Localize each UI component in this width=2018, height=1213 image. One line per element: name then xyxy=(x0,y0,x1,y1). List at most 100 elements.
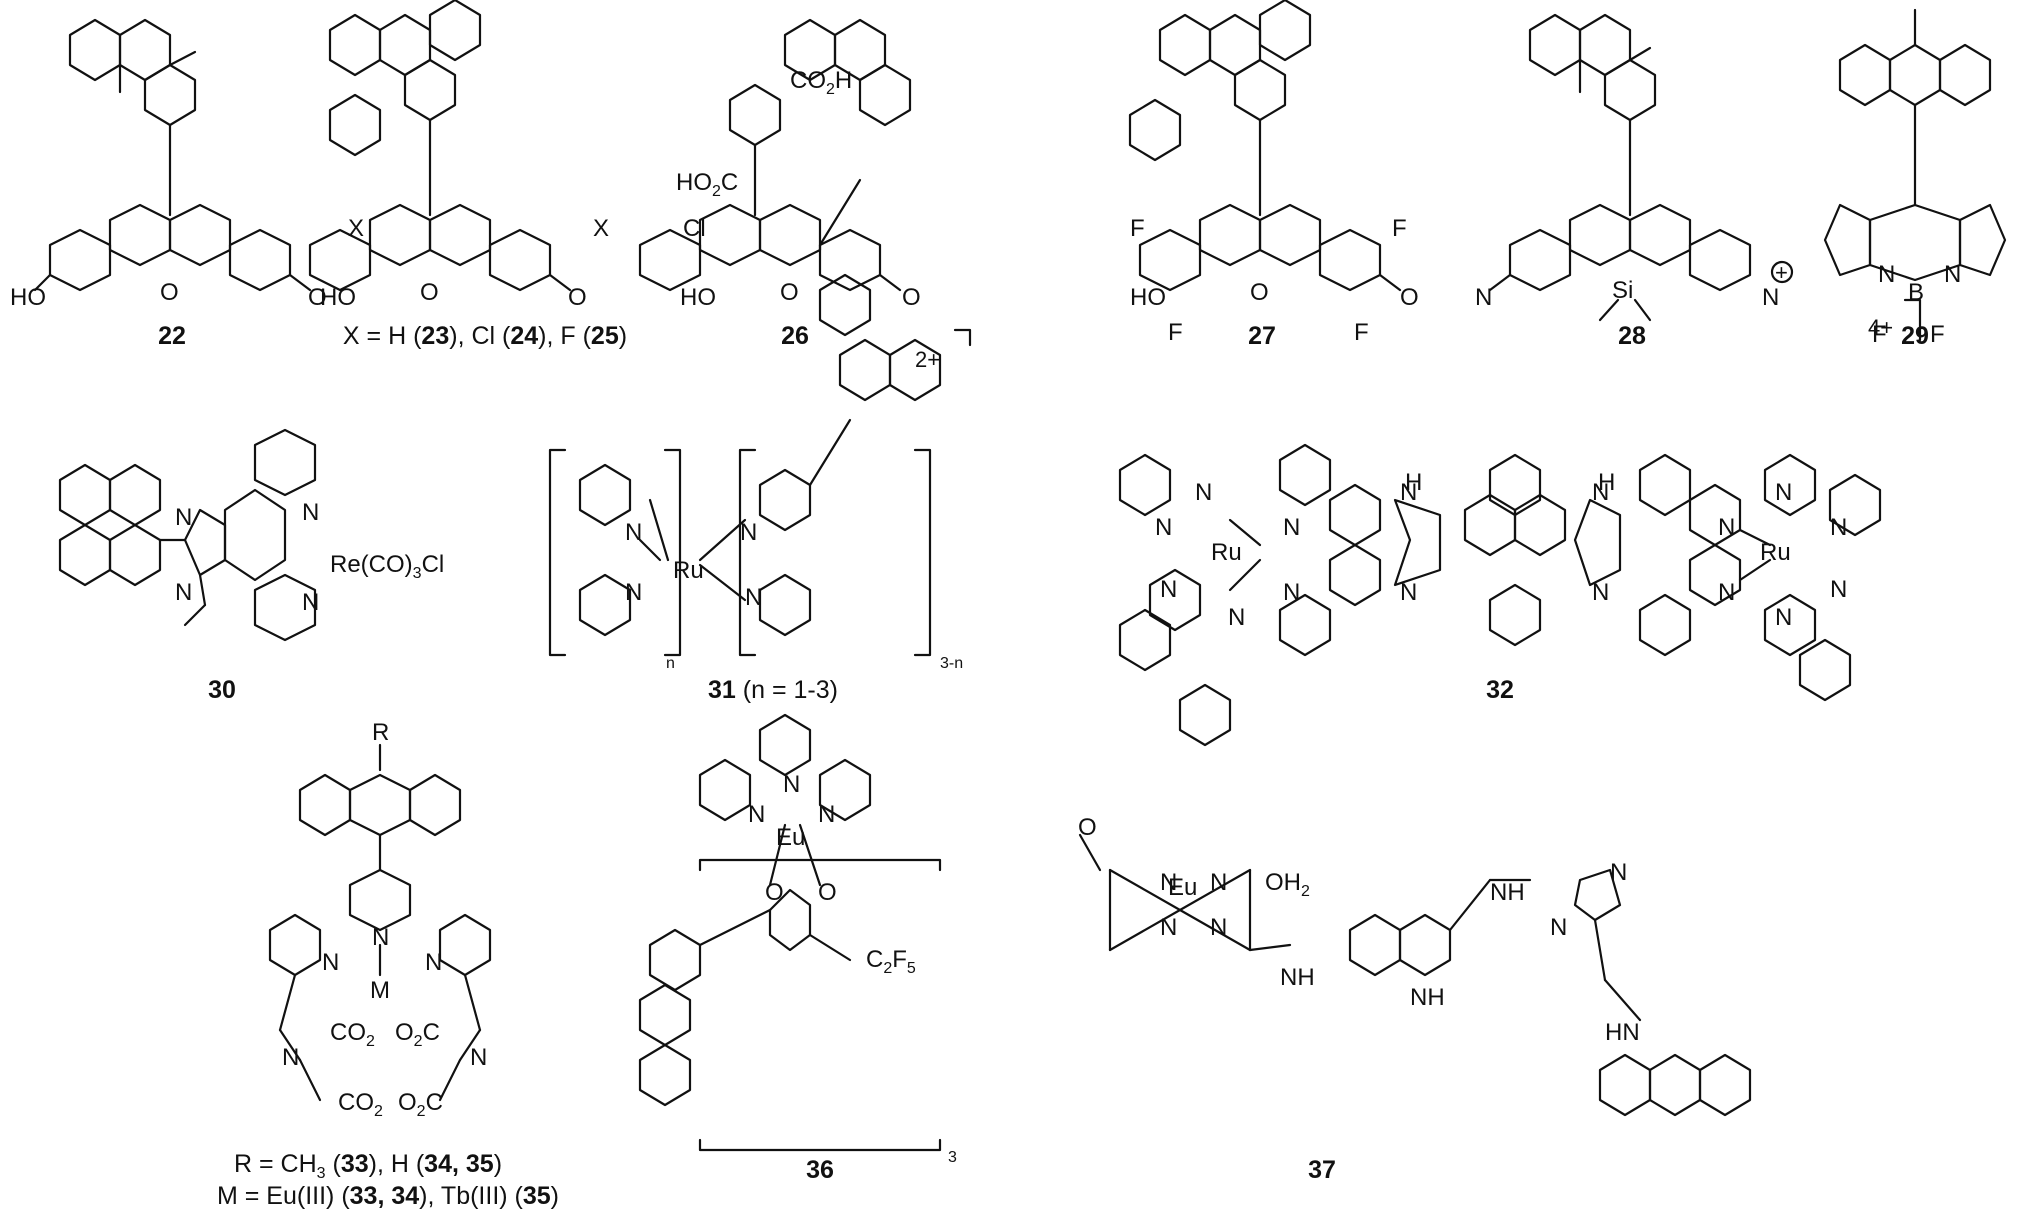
atom-n: N xyxy=(1878,261,1895,288)
compound-label-29: 29 xyxy=(1901,322,1929,350)
atom-n: N xyxy=(625,519,642,546)
atom-f: F xyxy=(1392,215,1407,242)
atom-n: N xyxy=(1944,261,1961,288)
compound-label-36: 36 xyxy=(806,1156,834,1184)
atom-o: O xyxy=(160,279,179,306)
atom-o: O xyxy=(568,284,587,311)
atom-o2c: O2C xyxy=(398,1089,443,1120)
atom-n: N xyxy=(1475,284,1492,311)
atom-n: N xyxy=(625,579,642,606)
structure-31 xyxy=(548,273,972,657)
atom-o: O xyxy=(308,284,327,311)
atom-nh: N xyxy=(1400,479,1417,506)
atom-ho: HO xyxy=(320,284,356,311)
structure-30 xyxy=(58,428,317,642)
atom-n: N xyxy=(470,1044,487,1071)
atom-n: N xyxy=(1283,579,1300,606)
atom-ho: HO xyxy=(10,284,46,311)
atom-n: N xyxy=(372,924,389,951)
compound-label-27: 27 xyxy=(1248,322,1276,350)
atom-n: N xyxy=(1195,479,1212,506)
atom-n: N xyxy=(302,589,319,616)
atom-eu: Eu xyxy=(776,824,805,851)
atom-n: N xyxy=(1830,576,1847,603)
atom-co2: CO2 xyxy=(338,1089,383,1120)
atom-o2c: O2C xyxy=(395,1019,440,1050)
atom-nh: NH xyxy=(1490,879,1525,906)
atom-eu: Eu xyxy=(1168,874,1197,901)
atom-m: M xyxy=(370,977,390,1004)
compound-label-28: 28 xyxy=(1618,322,1646,350)
atom-o: O xyxy=(1078,814,1097,841)
atom-o: O xyxy=(420,279,439,306)
compound-label-26: 26 xyxy=(781,322,809,350)
bracket-n: n xyxy=(666,655,675,672)
compound-caption-33-35-line1: R = CH3 (33), H (34, 35) xyxy=(233,1150,503,1182)
atom-n: N xyxy=(818,801,835,828)
atom-cl: Cl xyxy=(683,215,706,242)
atom-n: N xyxy=(1610,859,1627,886)
atom-oh2: OH2 xyxy=(1265,869,1310,900)
compound-caption-33-35-line2: M = Eu(III) (33, 34), Tb(III) (35) xyxy=(216,1182,560,1210)
atom-o: O xyxy=(818,879,837,906)
atom-n: N xyxy=(783,771,800,798)
atom-ho2c: HO2C xyxy=(676,169,738,200)
atom-o: O xyxy=(902,284,921,311)
structure-23-25 xyxy=(308,0,572,292)
atom-o: O xyxy=(765,879,784,906)
atom-n: N xyxy=(302,499,319,526)
structure-27 xyxy=(1128,0,1402,292)
atom-si: Si xyxy=(1612,277,1633,304)
atom-c2f5: C2F5 xyxy=(866,946,916,977)
atom-n: N xyxy=(1210,914,1227,941)
atom-f: F xyxy=(1130,215,1145,242)
atom-n: N xyxy=(1160,869,1177,896)
bracket-3-n: 3-n xyxy=(940,655,963,672)
atom-n: N xyxy=(1283,514,1300,541)
atom-n: N xyxy=(1830,514,1847,541)
atom-ho: HO xyxy=(680,284,716,311)
atom-n: N xyxy=(1718,579,1735,606)
atom-co2h: CO2H xyxy=(790,67,852,98)
atom-n: N xyxy=(748,801,765,828)
atom-n: N xyxy=(1228,604,1245,631)
atom-co2: CO2 xyxy=(330,1019,375,1050)
atom-re: Re(CO)3Cl xyxy=(330,551,444,582)
compound-caption-23-25: X = H (23), Cl (24), F (25) xyxy=(342,322,628,350)
charge-2plus: 2+ xyxy=(915,347,940,372)
charge-4plus: 4+ xyxy=(1868,315,1893,340)
atom-n: N xyxy=(322,949,339,976)
compound-label-30: 30 xyxy=(208,676,236,704)
atom-hn: HN xyxy=(1605,1019,1640,1046)
atom-ru: Ru xyxy=(673,557,704,584)
atom-n: N xyxy=(1400,579,1417,606)
atom-h: H xyxy=(1405,469,1422,496)
structure-33-35 xyxy=(268,743,492,1102)
compound-label-37: 37 xyxy=(1308,1156,1336,1184)
structure-36 xyxy=(638,713,942,1152)
atom-o: O xyxy=(1400,284,1419,311)
atom-f: F xyxy=(1872,321,1887,348)
atom-n: N xyxy=(175,579,192,606)
atom-f: F xyxy=(1168,319,1183,346)
atom-r: R xyxy=(372,719,389,746)
atom-h: H xyxy=(1598,469,1615,496)
atom-f: F xyxy=(1930,321,1945,348)
structure-22 xyxy=(33,18,312,292)
atom-n: N xyxy=(1718,514,1735,541)
compound-caption-31: 31 (n = 1-3) xyxy=(708,676,838,704)
atom-nh: NH xyxy=(1280,964,1315,991)
atom-x: X xyxy=(593,215,609,242)
atom-n: N xyxy=(1592,579,1609,606)
structure-37 xyxy=(1078,833,1752,1117)
atom-ru: Ru xyxy=(1760,539,1791,566)
structure-28 xyxy=(1488,13,1752,322)
atom-ru: Ru xyxy=(1211,539,1242,566)
atom-n: N xyxy=(1775,604,1792,631)
structure-32 xyxy=(1118,298,1922,747)
atom-nh: N xyxy=(1592,479,1609,506)
atom-n: N xyxy=(1160,576,1177,603)
atom-n: N xyxy=(282,1044,299,1071)
atom-n: N xyxy=(745,584,762,611)
bracket-3: 3 xyxy=(948,1149,957,1166)
